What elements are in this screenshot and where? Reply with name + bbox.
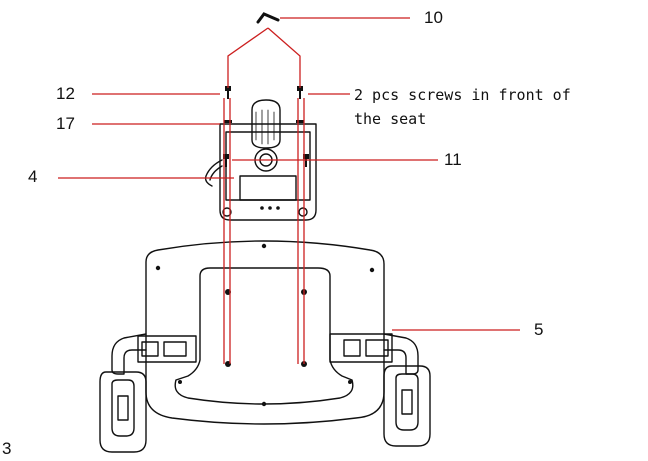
callout-4: 4 xyxy=(28,167,38,186)
callout-3: 3 xyxy=(2,439,12,458)
callout-10: 10 xyxy=(424,8,443,27)
right-wheel xyxy=(383,365,431,447)
right-bracket-bolts xyxy=(343,339,389,357)
left-caster-arm xyxy=(111,333,147,375)
base-recess xyxy=(174,267,354,405)
screw-12-left xyxy=(225,86,231,91)
washer-17-left xyxy=(224,120,232,123)
fork-10 xyxy=(227,27,301,88)
callout-11: 11 xyxy=(444,150,462,169)
seat-bracket xyxy=(219,123,317,221)
washer-17-right xyxy=(296,120,304,123)
left-wheel-hub xyxy=(111,379,135,437)
callout-12: 12 xyxy=(56,84,75,103)
right-bracket xyxy=(329,333,393,363)
screw-note-line1: 2 pcs screws in front of xyxy=(354,86,571,104)
callout-17: 17 xyxy=(56,114,75,133)
screw-note: 2 pcs screws in front of the seat xyxy=(354,83,571,131)
callout-5: 5 xyxy=(534,320,544,339)
screw-11-left xyxy=(223,154,229,159)
cable xyxy=(204,159,223,187)
right-caster-arm xyxy=(383,333,419,375)
screw-11-right xyxy=(303,154,309,159)
allen-key xyxy=(256,12,280,24)
left-wheel xyxy=(99,371,147,453)
screw-12-right xyxy=(297,86,303,91)
base-outline xyxy=(145,240,385,425)
screw-note-line2: the seat xyxy=(354,110,427,128)
bracket-plate xyxy=(239,175,297,201)
left-bracket xyxy=(137,335,197,363)
left-bracket-bolts xyxy=(141,341,187,357)
right-wheel-hub xyxy=(395,373,419,431)
adjust-knob xyxy=(251,99,281,149)
